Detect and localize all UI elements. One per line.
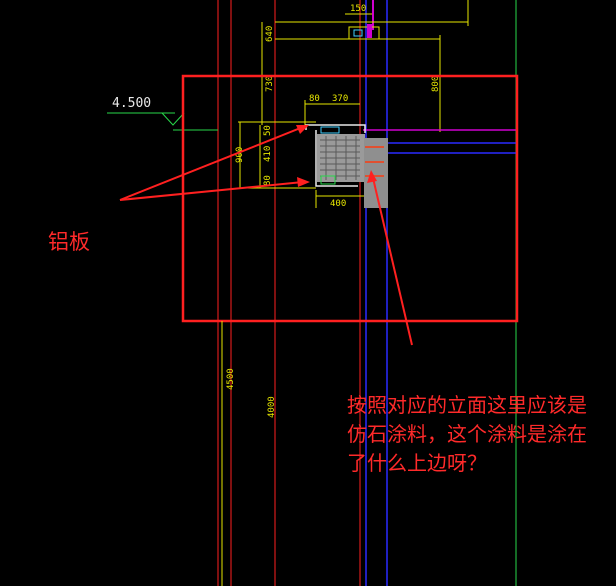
top-clip-cyan: [320, 126, 340, 134]
arrow-head-coating: [367, 170, 377, 183]
dim-top-left-v: 640: [265, 26, 275, 42]
dim-410: 410: [263, 146, 273, 162]
dim-150: 150: [350, 4, 366, 14]
markup-highlight-box: [181, 74, 519, 323]
arrow-head-top: [296, 125, 309, 134]
arrow-to-bottom-panel: [119, 181, 304, 201]
dim-370: 370: [332, 94, 348, 104]
top-profile: [348, 26, 380, 40]
arrow-to-coating: [372, 177, 413, 346]
arrow-to-top-panel: [119, 126, 304, 201]
aluminum-panel-side: [315, 130, 358, 187]
anchor-bolts: [365, 146, 384, 177]
bottom-clip-green: [320, 175, 336, 185]
arrow-head-bottom: [297, 177, 310, 187]
level-text: 4.500: [112, 96, 151, 111]
dim-4500: 4500: [226, 368, 236, 390]
top-profile-accent: [367, 24, 372, 38]
question-line-2: 仿石涂料，这个涂料是涂在: [347, 422, 587, 446]
dim-800: 800: [431, 76, 441, 92]
question-note: 按照对应的立面这里应该是 仿石涂料，这个涂料是涂在 了什么上边呀？: [347, 391, 613, 478]
dim-4000: 4000: [267, 396, 277, 418]
dim-900: 900: [235, 147, 245, 163]
top-profile-inner: [353, 29, 363, 37]
aluminum-panel-top: [305, 124, 366, 133]
grey-wall-block: [364, 138, 388, 208]
dim-50: 50: [263, 125, 273, 136]
question-line-3: 了什么上边呀？: [347, 451, 487, 475]
dim-730: 730: [265, 76, 275, 92]
level-triangle: [161, 112, 185, 126]
aluminum-plate-label: 铝板: [48, 230, 90, 254]
question-line-1: 按照对应的立面这里应该是: [347, 393, 587, 417]
dim-80b: 80: [263, 175, 273, 186]
dim-400: 400: [330, 199, 346, 209]
dim-80: 80: [309, 94, 320, 104]
